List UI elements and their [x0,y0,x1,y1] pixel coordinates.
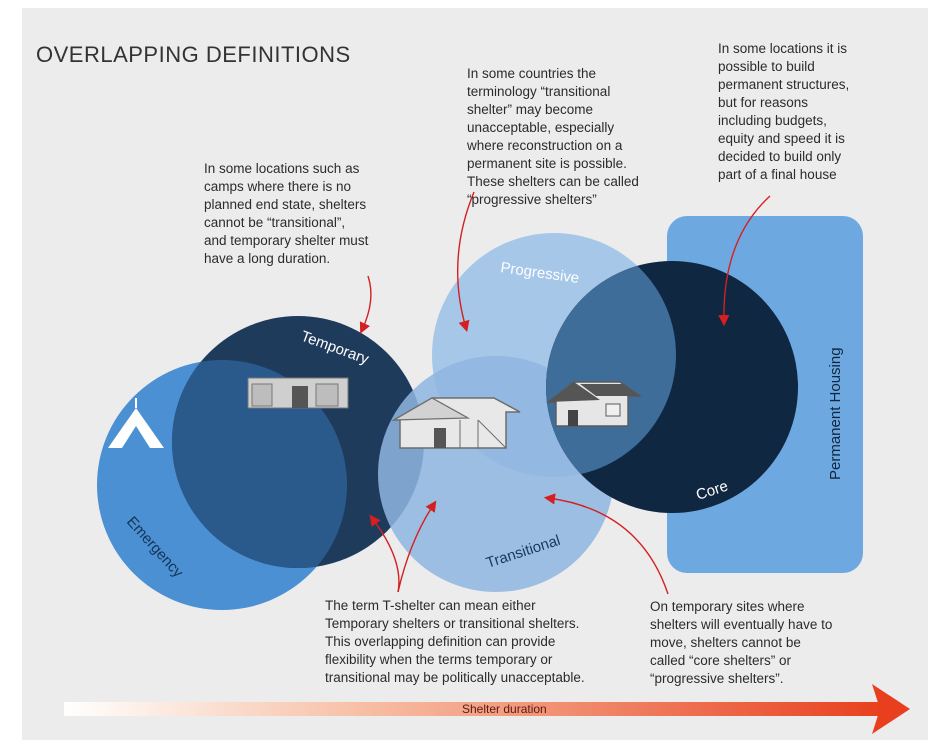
progressive-note-pointer [456,191,475,333]
tshelter-note-pointer-temporary [369,514,400,593]
emergency-temporary-overlap [172,360,347,568]
transitional-shelter-icon [391,397,521,449]
core-note-pointer [718,195,771,327]
shelter-duration-arrow [64,684,910,734]
page-title: OVERLAPPING DEFINITIONS [36,42,351,67]
temporary-note-pointer [359,275,372,334]
progressive-house-icon [545,381,643,427]
temporary-note: In some locations such as camps where th… [204,161,369,266]
permanent-housing-label: Permanent Housing [827,347,844,480]
progressive-note: In some countries the terminology “trans… [467,66,639,207]
shelter-duration-label: Shelter duration [462,702,547,716]
tshelter-note: The term T-shelter can mean either Tempo… [325,598,585,685]
temp-sites-note-pointer [543,493,669,595]
tent-icon [108,398,164,448]
tshelter-note-pointer-transitional [397,500,437,593]
temporary-sites-note: On temporary sites where shelters will e… [650,599,833,686]
temporary-shelter-icon [247,377,349,409]
core-note: In some locations it is possible to buil… [718,41,850,182]
